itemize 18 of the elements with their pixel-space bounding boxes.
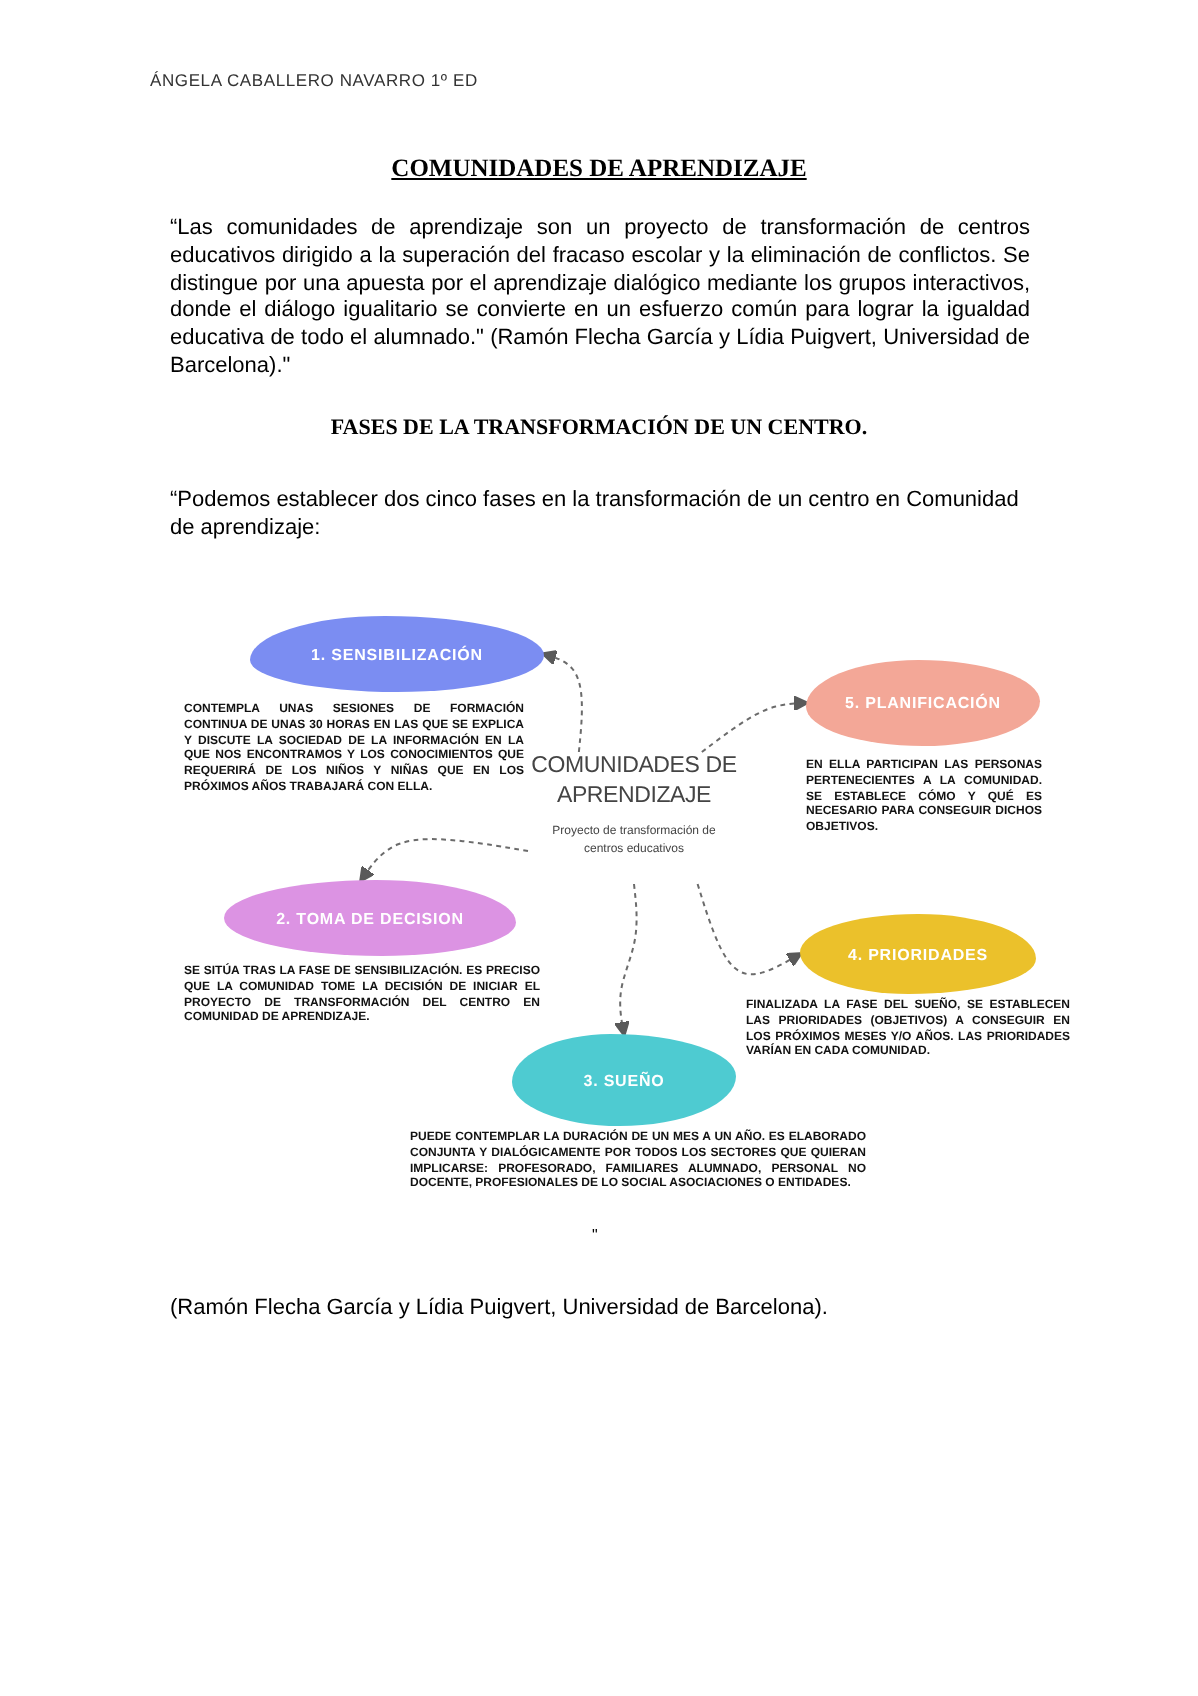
quote-paragraph: “Las comunidades de aprendizaje son un proyecto de transformación de centros educativos dirigido a la superación del fracaso escolar y la eliminación de conflictos. Se distingue por una apuesta por el aprendizaje dialógico mediante los grupos interactivos, donde el diálogo igualitario se convierte en un esfuerzo común para lograr la igualdad educativa de todo el alumnado." (Ramón Flecha García y Lídia Puigvert, Universidad de Barcelona)."	[170, 216, 1030, 382]
phase-title: 1. SENSIBILIZACIÓN	[311, 645, 483, 663]
phase-title: 3. SUEÑO	[583, 1071, 665, 1089]
center-title: COMUNIDADES DE APRENDIZAJE	[529, 752, 739, 812]
intro-paragraph: “Podemos establecer dos cinco fases en la transformación de un centro en Comunidad de aprendizaje:	[170, 486, 1021, 542]
dashed-arrow	[613, 883, 638, 1037]
page-title: COMUNIDADES DE APRENDIZAJE	[391, 154, 807, 184]
dashed-arrow	[541, 649, 583, 753]
dashed-arrow	[700, 695, 809, 753]
phase-title: 5. PLANIFICACIÓN	[845, 694, 1001, 712]
citation-text: (Ramón Flecha García y Lídia Puigvert, Universidad de Barcelona).	[170, 1296, 828, 1320]
dashed-arrow	[696, 883, 803, 976]
phase-title: 4. PRIORIDADES	[847, 945, 989, 963]
phase-title: 2. TOMA DE DECISION	[276, 909, 464, 927]
author-header: ÁNGELA CABALLERO NAVARRO 1º ED	[150, 70, 478, 90]
section-heading: FASES DE LA TRANSFORMACIÓN DE UN CENTRO.	[330, 416, 868, 440]
closing-quote-mark: "	[592, 1226, 598, 1244]
dashed-arrow	[359, 838, 529, 883]
